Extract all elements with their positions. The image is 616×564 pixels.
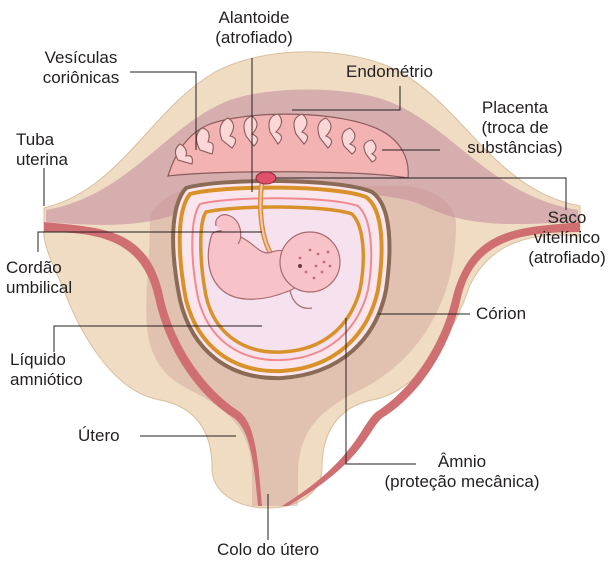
label-amnio-line1: Âmnio xyxy=(366,452,558,472)
label-cordao: Cordão umbilical xyxy=(6,258,72,298)
label-tuba-line1: Tuba xyxy=(16,130,68,150)
label-endometrio-line1: Endométrio xyxy=(346,62,433,82)
label-colo: Colo do útero xyxy=(200,540,336,560)
label-corion-line1: Córion xyxy=(476,304,526,324)
label-placenta: Placenta (troca de substâncias) xyxy=(446,98,584,158)
label-saco-line3: (atrofiado) xyxy=(518,248,616,268)
label-alantoide-line1: Alantoide xyxy=(198,8,310,28)
label-saco: Saco vitelínico (atrofiado) xyxy=(518,208,616,268)
label-vesiculas: Vesículas coriônicas xyxy=(26,48,136,88)
label-cordao-line2: umbilical xyxy=(6,278,72,298)
label-placenta-line1: Placenta xyxy=(446,98,584,118)
label-saco-line2: vitelínico xyxy=(518,228,616,248)
label-placenta-line2: (troca de xyxy=(446,118,584,138)
label-liquido-line1: Líquido xyxy=(10,350,83,370)
yolk-sac xyxy=(256,172,276,184)
label-endometrio: Endométrio xyxy=(346,62,433,82)
label-cordao-line1: Cordão xyxy=(6,258,72,278)
label-vesiculas-line1: Vesículas xyxy=(26,48,136,68)
label-saco-line1: Saco xyxy=(518,208,616,228)
label-amnio-line2: (proteção mecânica) xyxy=(366,472,558,492)
label-utero-line1: Útero xyxy=(78,426,120,446)
label-alantoide: Alantoide (atrofiado) xyxy=(198,8,310,48)
label-corion: Córion xyxy=(476,304,526,324)
label-placenta-line3: substâncias) xyxy=(446,138,584,158)
label-utero: Útero xyxy=(78,426,120,446)
label-liquido: Líquido amniótico xyxy=(10,350,83,390)
label-alantoide-line2: (atrofiado) xyxy=(198,28,310,48)
label-colo-line1: Colo do útero xyxy=(200,540,336,560)
label-tuba-line2: uterina xyxy=(16,150,68,170)
label-vesiculas-line2: coriônicas xyxy=(26,68,136,88)
label-liquido-line2: amniótico xyxy=(10,370,83,390)
label-amnio: Âmnio (proteção mecânica) xyxy=(366,452,558,492)
label-tuba: Tuba uterina xyxy=(16,130,68,170)
